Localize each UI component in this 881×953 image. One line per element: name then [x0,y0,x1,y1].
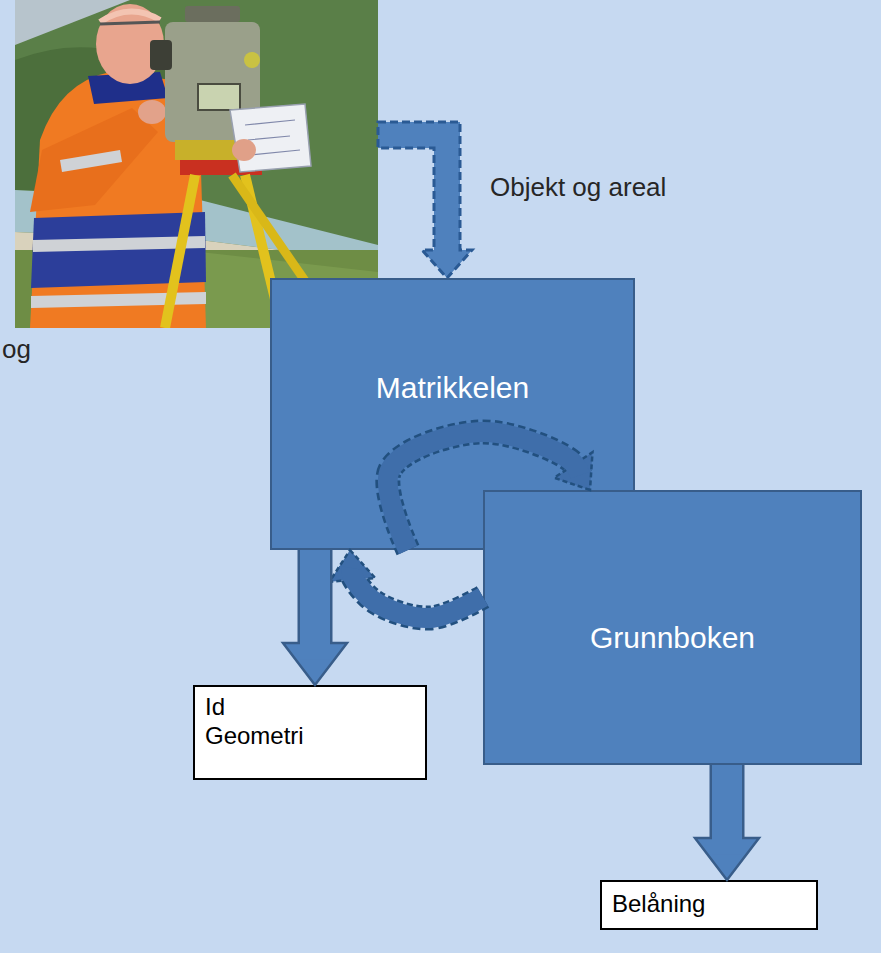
instrument-base [175,140,255,160]
hand [232,139,256,161]
connector-outline [298,550,333,660]
connector-arrow [695,765,759,880]
annotation-text: og [2,334,31,365]
node-text: Grunnboken [590,620,755,656]
connector-shaft [351,568,483,618]
instrument-handle [185,6,240,22]
arrowhead [695,838,759,880]
dashed-flow-arrow [378,122,472,278]
instrument-knob [244,52,260,68]
node-text: Geometri [205,722,304,751]
sleeve-stripe [60,150,122,172]
annotation-label: Objekt og areal [490,172,666,203]
node-text: Belåning [612,890,705,919]
node-text: Id [205,693,225,722]
eyepiece [150,40,172,70]
output-box: Belåning [600,880,818,930]
annotation-text: Objekt og areal [490,172,666,203]
node-text: Matrikkelen [376,370,529,406]
connector-outline [710,765,745,855]
connector-arrow [329,550,483,618]
tripod-leg [165,175,195,328]
connector-shaft [300,550,330,660]
hand [138,100,166,124]
connector-outline [351,568,483,618]
raised-arm [30,108,158,212]
reflective-stripe [31,292,206,308]
arrowhead [283,643,347,685]
field-sketch-paper [230,104,311,172]
register-box: Grunnboken [483,490,862,765]
arrowhead [329,550,375,582]
output-box: IdGeometri [193,685,427,780]
connector-shaft [712,765,742,855]
annotation-label: og [2,334,31,365]
connector-arrow [283,550,347,685]
bald-head [100,11,160,22]
glasses [100,22,160,24]
instrument-screen [198,84,240,110]
